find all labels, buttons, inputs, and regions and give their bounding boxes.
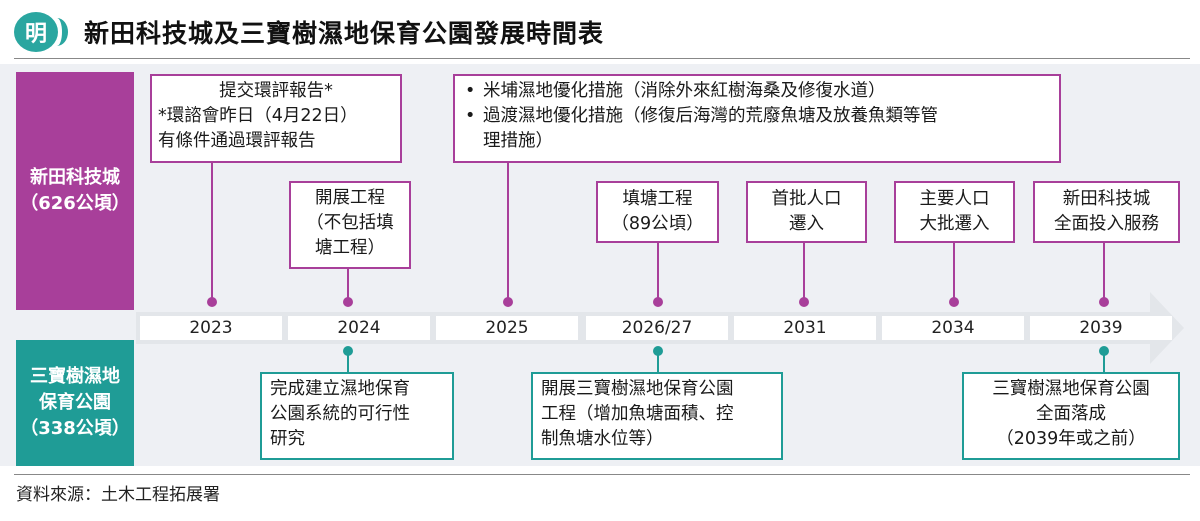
event-2031-line1: 首批人口 [771,189,842,209]
event-box-2023: 提交環評報告* *環諮會昨日（4月22日） 有條件通過環評報告 [150,74,402,163]
event-2024-line1: 開展工程 [315,188,385,208]
event-box-2025: •米埔濕地優化措施（消除外來紅樹海桑及修復水道） •過渡濕地優化措施（修復后海灣… [453,74,1061,163]
connector-2034 [953,243,955,301]
event-2039-line1: 新田科技城 [1062,189,1151,209]
year-2034: 2034 [882,316,1024,340]
band-bot-area: （338公頃） [20,418,130,439]
event-2024-line2: （不包括填 [306,213,394,233]
event-2024-line3: 塘工程） [315,238,385,258]
band-wetland-park: 三寶樹濕地 保育公園 （338公頃） [16,340,134,466]
year-2023: 2023 [140,316,282,340]
event-bottom-2039-line2: 全面落成 [1036,404,1106,424]
band-top-name: 新田科技城 [30,167,120,188]
year-2026-27: 2026/27 [586,316,728,340]
connector-2025 [507,163,509,301]
event-2026-27-line1: 填塘工程 [622,189,693,209]
event-box-2031: 首批人口 遷入 [746,181,867,243]
marker-2024 [343,297,353,307]
title-divider [14,58,1190,59]
marker-2025 [503,297,513,307]
event-2023-line2: *環諮會昨日（4月22日） [158,106,358,126]
event-bottom-2039-line3: （2039年或之前） [996,429,1146,449]
connector-2039 [1103,243,1105,301]
connector-2024 [347,269,349,301]
event-2026-27-line2: （89公頃） [611,214,704,234]
event-bottom-2026-27-line1: 開展三寶樹濕地保育公園 [541,379,734,399]
marker-2039 [1099,297,1109,307]
connector-bottom-2026-27 [657,350,659,372]
event-box-2039: 新田科技城 全面投入服務 [1033,181,1180,243]
event-2025-bullet2: •過渡濕地優化措施（修復后海灣的荒廢魚塘及放養魚類等管 [465,106,938,126]
event-2025-bullet1: •米埔濕地優化措施（消除外來紅樹海桑及修復水道） [465,81,886,101]
connector-2031 [803,243,805,301]
page-title: 新田科技城及三寶樹濕地保育公園發展時間表 [84,19,605,48]
year-2031: 2031 [734,316,876,340]
event-2023-line1: 提交環評報告* [219,81,333,101]
event-bottom-2026-27-line2: 工程（增加魚塘面積、控 [541,404,734,424]
event-bottom-2024-line2: 公園系統的可行性 [270,404,410,424]
event-bottom-2026-27-line3: 制魚塘水位等） [541,429,664,449]
band-top-area: （626公頃） [20,193,130,214]
event-2034-line2: 大批遷入 [919,214,990,234]
marker-2034 [949,297,959,307]
year-2024: 2024 [288,316,430,340]
event-2025-bullet2-cont: 理措施） [483,131,553,151]
connector-bottom-2039 [1103,350,1105,372]
year-2039: 2039 [1030,316,1172,340]
source-note: 資料來源：土木工程拓展署 [16,485,220,505]
band-bot-name1: 三寶樹濕地 [30,366,120,387]
event-2034-line1: 主要人口 [919,189,990,209]
marker-2031 [799,297,809,307]
band-san-tin-technopole: 新田科技城 （626公頃） [16,72,134,310]
event-2031-line2: 遷入 [789,214,824,234]
event-box-2024: 開展工程 （不包括填 塘工程） [289,181,411,269]
event-2039-line2: 全面投入服務 [1054,214,1159,234]
event-box-bottom-2039: 三寶樹濕地保育公園 全面落成 （2039年或之前） [962,372,1180,460]
event-box-2034: 主要人口 大批遷入 [894,181,1015,243]
marker-2023 [207,297,217,307]
connector-bottom-2024 [347,350,349,372]
marker-2026-27 [653,297,663,307]
logo-swoosh [46,18,68,46]
connector-2026-27 [657,243,659,301]
event-2023-line3: 有條件通過環評報告 [158,131,316,151]
event-box-bottom-2024: 完成建立濕地保育 公園系統的可行性 研究 [260,372,454,460]
event-box-2026-27: 填塘工程 （89公頃） [596,181,719,243]
event-bottom-2024-line1: 完成建立濕地保育 [270,379,410,399]
year-2025: 2025 [436,316,578,340]
event-bottom-2039-line1: 三寶樹濕地保育公園 [992,379,1150,399]
event-box-bottom-2026-27: 開展三寶樹濕地保育公園 工程（增加魚塘面積、控 制魚塘水位等） [531,372,783,460]
event-bottom-2024-line3: 研究 [270,429,305,449]
footer-divider [14,474,1190,475]
band-bot-name2: 保育公園 [39,392,111,413]
connector-2023 [211,163,213,301]
